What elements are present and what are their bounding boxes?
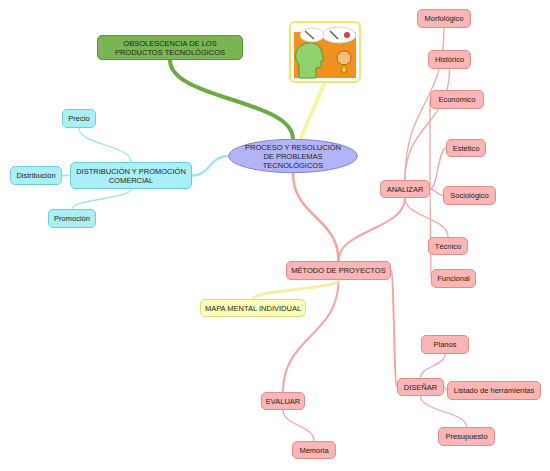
branch-connector <box>421 396 467 427</box>
node-label: MÉTODO DE PROYECTOS <box>291 266 385 275</box>
node-label: Técnico <box>435 242 461 251</box>
topic-box: EVALUAR <box>261 392 305 410</box>
topic-box: Técnico <box>428 237 468 255</box>
branch-box: Distribución <box>10 166 62 185</box>
node-label: Planos <box>434 340 457 349</box>
topic-box: ANALIZAR <box>380 180 430 198</box>
branch-connector <box>170 60 293 139</box>
node-label: DISEÑAR <box>404 383 437 392</box>
node-label: Promoción <box>54 214 90 223</box>
topic-box: Histórico <box>428 50 471 69</box>
branch-box: DISTRIBUCIÓN Y PROMOCIÓN COMERCIAL <box>70 162 192 189</box>
branch-connector <box>253 280 339 299</box>
topic-box: Sociológico <box>443 186 496 205</box>
branch-box: OBSOLESCENCIA DE LOS PRODUCTOS TECNOLÓGI… <box>97 35 243 60</box>
node-label: MAPA MENTAL INDIVIDUAL <box>205 304 301 313</box>
topic-box: Presupuesto <box>438 427 495 446</box>
branch-connector <box>62 175 70 176</box>
node-label: Funcional <box>437 274 470 283</box>
leader-line <box>300 82 325 140</box>
topic-box: Memoria <box>292 441 336 459</box>
topic-box: Listado de herramientas <box>447 381 541 400</box>
branch-connector <box>72 189 131 209</box>
branch-connector <box>79 128 131 162</box>
branch-connector <box>421 354 446 378</box>
connector-group <box>62 28 467 441</box>
branch-box: Precio <box>62 109 96 128</box>
topic-box: Planos <box>421 335 469 354</box>
node-label: Memoria <box>299 446 328 455</box>
topic-box: Estético <box>446 139 486 157</box>
central-topic: PROCESO Y RESOLUCIÓN DE PROBLEMAS TECNOL… <box>228 139 358 173</box>
lamp-symbol <box>341 64 347 72</box>
branch-connector <box>405 69 450 180</box>
node-label: Histórico <box>435 55 464 64</box>
illustration-frame <box>290 22 360 82</box>
branch-connector <box>293 173 339 261</box>
branch-connector <box>430 189 431 279</box>
branch-box: Promoción <box>48 209 96 228</box>
branch-connector <box>429 100 430 190</box>
thought-cloud <box>300 28 324 42</box>
tool-symbol <box>305 31 314 39</box>
topic-box: Económico <box>430 90 484 109</box>
branch-connector <box>430 148 446 189</box>
tool-symbol <box>344 32 350 38</box>
branch-connector <box>391 271 397 388</box>
node-label: Distribución <box>16 171 55 180</box>
node-label: Morfológico <box>425 14 464 23</box>
node-label: DISTRIBUCIÓN Y PROMOCIÓN COMERCIAL <box>74 167 188 185</box>
branch-connector <box>283 280 339 392</box>
branch-connector <box>192 156 228 176</box>
node-label: ANALIZAR <box>387 185 424 194</box>
topic-box: MÉTODO DE PROYECTOS <box>286 261 391 280</box>
topic-box: DISEÑAR <box>397 378 444 396</box>
node-label: Sociológico <box>450 191 488 200</box>
thinking-illustration <box>290 22 360 82</box>
node-label: Presupuesto <box>445 432 487 441</box>
topic-box: Morfológico <box>417 9 471 28</box>
node-label: Listado de herramientas <box>454 386 534 395</box>
node-label: Económico <box>438 95 475 104</box>
node-label: OBSOLESCENCIA DE LOS PRODUCTOS TECNOLÓGI… <box>101 39 239 57</box>
head-silhouette <box>296 43 324 78</box>
node-label: Estético <box>453 144 480 153</box>
branch-connector <box>283 410 314 441</box>
branch-connector <box>405 198 448 237</box>
thought-cloud <box>322 27 356 43</box>
node-label: PROCESO Y RESOLUCIÓN DE PROBLEMAS TECNOL… <box>240 143 346 170</box>
branch-connector <box>430 189 443 196</box>
node-label: Precio <box>68 114 89 123</box>
branch-connector <box>339 198 406 261</box>
topic-box: Funcional <box>431 269 476 288</box>
note-box: MAPA MENTAL INDIVIDUAL <box>200 299 306 317</box>
node-label: EVALUAR <box>266 397 300 406</box>
tool-symbol <box>330 31 338 39</box>
ellipse-shape <box>229 139 358 172</box>
